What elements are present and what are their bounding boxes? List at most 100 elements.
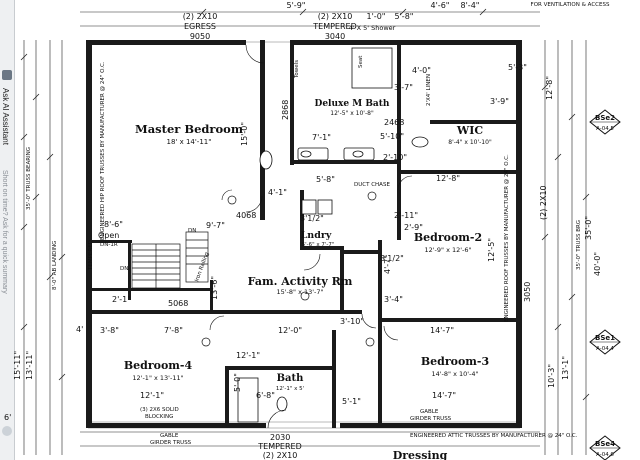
tempered-mid-label: TEMPERED (312, 22, 357, 31)
dim-12-1-b: 12'-1" (236, 351, 260, 360)
dim-9-7: 9'-7" (206, 221, 225, 230)
dim-14-7-b: 14'-7" (432, 391, 456, 400)
shower-label: 4' X 5' Shower (349, 24, 396, 32)
top-dim-4: 4'-6" (431, 1, 450, 10)
dimension-labels: 8'-6" 9'-7" 4'-1" 5'-8" 7'-1" 5'-10" 2'-… (4, 63, 602, 442)
bedroom-2-label: Bedroom-2 (414, 231, 482, 244)
truss-brg-note: 35'-0" TRUSS BRG (576, 220, 582, 270)
dim-3-half-b: 3'1/2" (380, 254, 404, 263)
dim-12-8: 12'-8" (436, 174, 460, 183)
wic-label: WIC (456, 124, 483, 137)
bedroom-3-size: 14'-8" x 10'-4" (431, 370, 478, 378)
dim-5-3: 5'-3" (508, 63, 527, 72)
door-swings (209, 44, 413, 429)
vent-note: FOR VENTILATION & ACCESS (531, 2, 610, 8)
bedroom-3-label: Bedroom-3 (421, 355, 489, 368)
dim-12-0: 12'-0" (278, 326, 302, 335)
dim-5-10: 5'-10" (380, 132, 404, 141)
dim-3-4: 3'-4" (384, 295, 403, 304)
gable-right-1: GABLE (420, 409, 439, 415)
dim-15-0: 15'-0" (240, 122, 249, 146)
window-3050: 3050 (523, 282, 532, 302)
dim-12-5: 12'-5" (487, 238, 496, 262)
dim-13-6: 13'-6" (210, 276, 219, 300)
assistant-sidebar[interactable]: Ask AI Assistant Short on time? Ask for … (0, 0, 15, 460)
assistant-title[interactable]: Ask AI Assistant (1, 88, 10, 145)
truss-bearing-note: 35'-0" TRUSS BEARING (26, 147, 32, 210)
gable-left-2: GIRDER TRUSS (150, 440, 192, 446)
blocking-2: BLOCKING (145, 414, 173, 420)
dim-5-1: 5'-1" (342, 397, 361, 406)
dim-4: 4' (76, 325, 83, 334)
top-dim-5: 8'-4" (461, 1, 480, 10)
deluxe-bath-label: Deluxe M Bath (315, 99, 390, 109)
master-bedroom-label: Master Bedroom (135, 122, 243, 136)
dim-6: 6' (4, 413, 11, 422)
dim-14-7-a: 14'-7" (430, 326, 454, 335)
hip-truss-note: ENGINEERED HIP ROOF TRUSSES BY MANUFACTU… (100, 61, 106, 240)
top-dim-1: 5'-9" (287, 1, 306, 10)
gable-right-2: GIRDER TRUSS (410, 416, 452, 422)
dn-label-1: DN (188, 228, 196, 234)
family-room-label: Fam. Activity Rm (248, 275, 353, 288)
section-2-id: BSe1 (595, 334, 615, 342)
seat-label: Seat (358, 55, 364, 68)
dim-8-6: 8'-6" (104, 220, 123, 229)
bedroom-2-size: 12'-9" x 12'-6" (424, 246, 471, 254)
bottom-window-size: (2) 2X10 (263, 451, 298, 460)
assistant-tab-icon[interactable] (2, 426, 12, 436)
section-3-sheet: A-04.6 (596, 452, 614, 458)
assistant-icon[interactable] (2, 70, 12, 80)
bedroom-4-label: Bedroom-4 (124, 359, 193, 372)
bottom-tempered-label: TEMPERED (257, 442, 302, 451)
dim-4-0: 4'-0" (412, 66, 431, 75)
dim-13-1: 13'-1" (561, 356, 570, 380)
section-3-id: BSe4 (595, 440, 615, 448)
egress-left-code: 9050 (190, 32, 210, 41)
dim-7-1: 7'-1" (312, 133, 331, 142)
bath-size: 12'-1" x 5' (276, 386, 304, 392)
dim-2-9: 2'-9" (404, 223, 423, 232)
attic-truss-note: ENGINEERED ATTIC TRUSSES BY MANUFACTURER… (410, 433, 578, 439)
dim-2-1: 2'-1" (112, 295, 131, 304)
dim-3-10: 3'-10" (340, 317, 364, 326)
top-dim-2: 1'-0" (367, 12, 386, 21)
dim-35-0: 35'-0" (584, 216, 593, 240)
dim-13-11: 13'-11" (25, 351, 34, 380)
assistant-hint: Short on time? Ask for a quick summary (1, 170, 8, 294)
dim-10-3: 10'-3" (547, 364, 556, 388)
tempered-mid-code: 3040 (325, 32, 345, 41)
door-5068: 5068 (168, 299, 188, 308)
door-2868: 2868 (281, 100, 290, 120)
window-2030: 2030 (270, 433, 290, 442)
dim-3-9: 3'-9" (490, 97, 509, 106)
dim-3-7: 3'-7" (394, 83, 413, 92)
stair (131, 231, 209, 289)
gable-left-1: GABLE (160, 433, 179, 439)
linen-note: 2'X4' LINEN (426, 74, 432, 106)
dim-12-1: 12'-1" (140, 391, 164, 400)
dim-15-11: 15'-11" (13, 351, 22, 380)
bedroom-4-size: 12'-1" x 13'-11" (132, 374, 183, 382)
ab-landing-note: 8'-0" AB LANDING (52, 241, 58, 290)
dimension-lines (20, 8, 590, 455)
towels-label: Towels (294, 60, 300, 79)
exterior-walls (86, 40, 522, 428)
laundry-label: Lndry (301, 230, 332, 241)
dim-40-0: 40'-0" (593, 252, 602, 276)
master-bedroom-size: 18' x 14'-11" (167, 138, 212, 146)
dim-3-8: 3'-8" (100, 326, 119, 335)
dim-3-half-a: 3'1/2" (300, 214, 324, 223)
door-2468: 2468 (384, 118, 404, 127)
family-room-size: 15'-8" x 13'-7" (276, 288, 323, 296)
dim-2-11: 2'-11" (394, 211, 418, 220)
deluxe-bath-size: 12'-5" x 10'-8" (330, 110, 374, 117)
section-2-sheet: A-04.4 (596, 346, 614, 352)
tempered-mid-size: (2) 2X10 (318, 12, 353, 21)
egress-left-size: (2) 2X10 (183, 12, 218, 21)
tempered-note: TEMPERED (88, 240, 94, 271)
dim-4-1: 4'-1" (268, 188, 287, 197)
interior-walls (92, 40, 520, 428)
